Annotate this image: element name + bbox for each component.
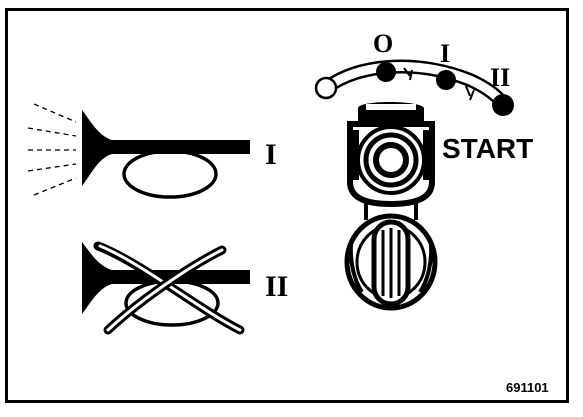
- position-dot-0: [376, 62, 396, 82]
- position-label-1: I: [440, 39, 450, 68]
- horn-silenced-icon: [82, 242, 250, 330]
- position-label-2: II: [490, 63, 510, 92]
- position-dot-1: [436, 70, 456, 90]
- horn-silenced-label: II: [265, 270, 288, 303]
- start-label: START: [442, 133, 533, 164]
- position-dot-2: [492, 94, 514, 116]
- horn-active-label: I: [265, 138, 277, 171]
- figure-code: 691101: [506, 380, 549, 395]
- ignition-lock-icon: [347, 102, 435, 308]
- horn-sounding-icon: [28, 104, 250, 197]
- sound-waves-icon: [28, 104, 76, 195]
- position-label-0: O: [373, 29, 393, 58]
